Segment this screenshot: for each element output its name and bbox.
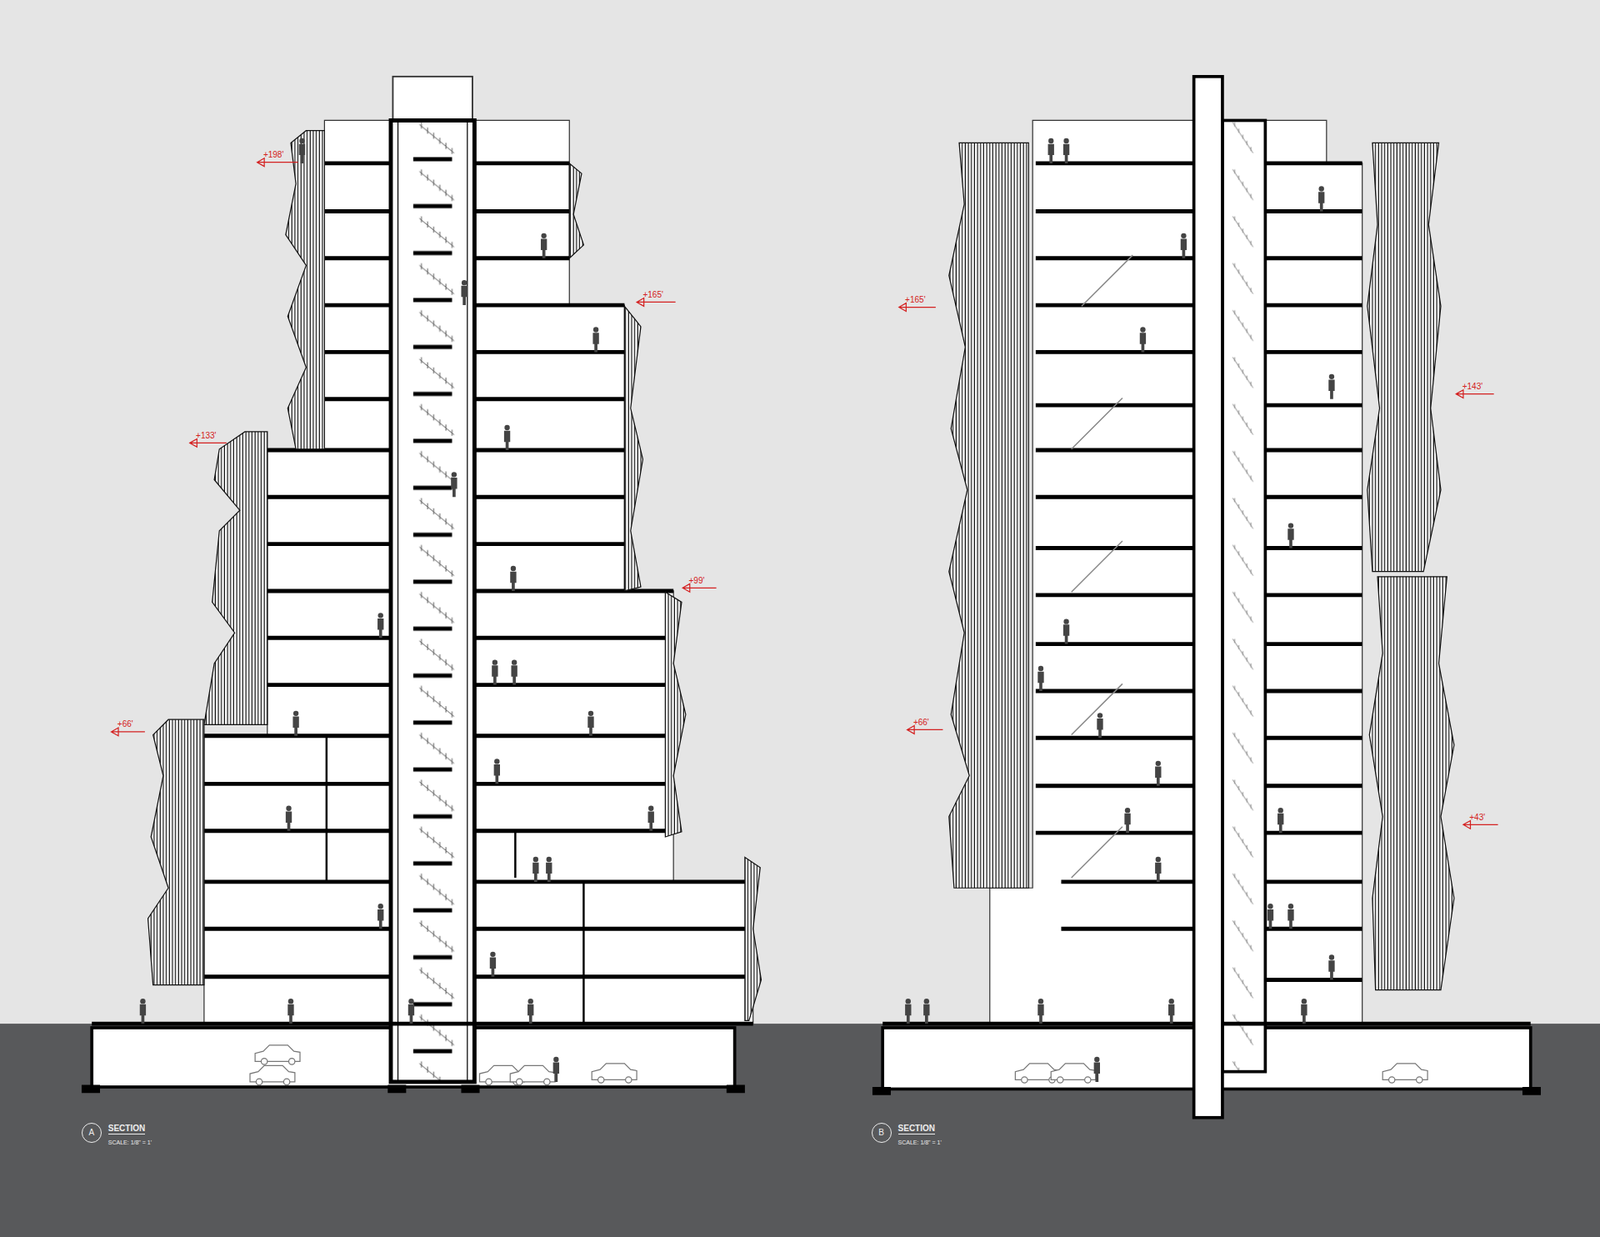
section-title: SECTION	[898, 1124, 935, 1135]
section-marker-circle: A	[81, 1122, 102, 1143]
elevation-label: +165'	[642, 290, 663, 300]
elevation-label: +66'	[913, 718, 930, 727]
section-letter: A	[89, 1128, 95, 1137]
elevation-label: +66'	[117, 720, 134, 729]
elevation-label: +165'	[905, 295, 925, 305]
section-marker-circle: B	[871, 1122, 892, 1143]
scale-note: SCALE: 1/8" = 1'	[108, 1139, 152, 1145]
section-title: SECTION	[108, 1124, 145, 1135]
scale-note: SCALE: 1/8" = 1'	[898, 1139, 942, 1145]
elevation-label: +43'	[1469, 813, 1485, 822]
elevation-label: +198'	[263, 150, 284, 160]
elevation-label: +143'	[1462, 382, 1483, 391]
elevation-label: +99'	[689, 576, 705, 585]
section-letter: B	[878, 1128, 885, 1137]
elevation-label: +133'	[195, 431, 216, 440]
